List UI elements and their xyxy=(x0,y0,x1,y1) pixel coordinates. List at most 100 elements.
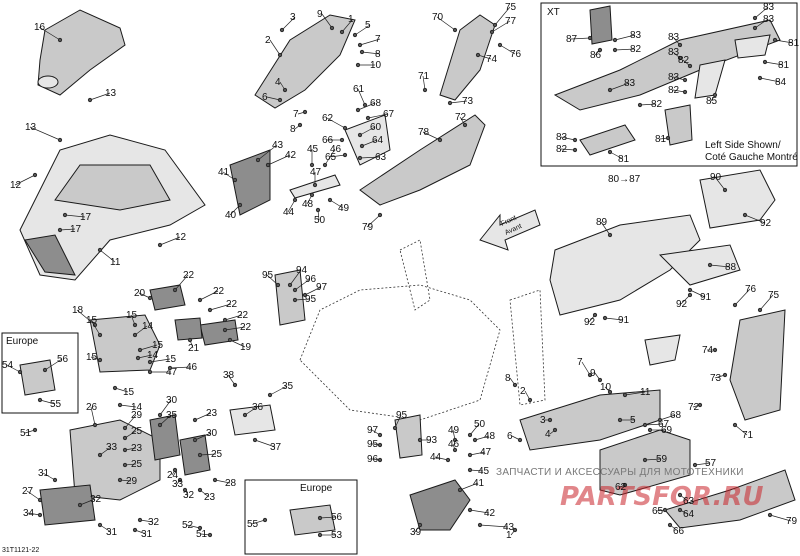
hardware-dot-79 xyxy=(377,212,383,218)
inset-europe-left-title: Europe xyxy=(6,336,39,347)
callout-14: 14 xyxy=(142,321,154,332)
hardware-dot-51 xyxy=(32,427,38,433)
callout-68: 68 xyxy=(370,98,382,109)
callout-92: 92 xyxy=(760,218,772,229)
hardware-dot-82 xyxy=(682,89,688,95)
leader-line-59 xyxy=(644,458,662,461)
callout-73: 73 xyxy=(462,96,474,107)
hardware-dot-37 xyxy=(252,437,258,443)
hardware-dot-64 xyxy=(677,507,683,513)
callout-54: 54 xyxy=(2,360,14,371)
callout-81: 81 xyxy=(788,38,800,49)
hardware-dot-47 xyxy=(467,452,473,458)
leader-line-41 xyxy=(222,171,236,181)
leader-line-7 xyxy=(359,38,381,46)
leader-line-50 xyxy=(469,423,480,436)
leader-line-65 xyxy=(329,154,346,158)
part-2-fender xyxy=(254,14,356,109)
hardware-dot-15 xyxy=(97,332,103,338)
front-direction-arrow: Front Avant xyxy=(479,209,541,251)
leader-line-22 xyxy=(174,274,189,291)
hardware-dot-42 xyxy=(467,507,473,513)
hardware-dot-16 xyxy=(57,37,63,43)
hardware-dot-50 xyxy=(467,432,473,438)
hardware-dot-46 xyxy=(322,162,328,168)
callout-42: 42 xyxy=(285,150,297,161)
callout-52: 52 xyxy=(182,520,194,531)
callout-15: 15 xyxy=(86,315,98,326)
leader-line-56 xyxy=(44,358,63,371)
leader-line-15 xyxy=(149,358,171,363)
callout-22: 22 xyxy=(237,310,249,321)
callout-55: 55 xyxy=(50,399,62,410)
callout-73: 73 xyxy=(710,373,722,384)
callout-8: 8 xyxy=(290,124,296,135)
hardware-dot-8 xyxy=(512,382,518,388)
callout-19: 19 xyxy=(240,342,252,353)
leader-line-55 xyxy=(251,519,266,525)
hardware-dot-69 xyxy=(647,427,653,433)
leader-line-88 xyxy=(709,264,731,268)
callout-50: 50 xyxy=(474,419,486,430)
hardware-dot-33 xyxy=(177,477,183,483)
callout-94: 94 xyxy=(296,265,308,276)
callout-31: 31 xyxy=(106,527,118,538)
hardware-dot-26 xyxy=(92,422,98,428)
leader-line-94 xyxy=(289,269,302,286)
callout-86: 86 xyxy=(590,50,602,61)
hardware-dot-92 xyxy=(592,312,598,318)
hardware-dot-38 xyxy=(232,382,238,388)
callout-66: 66 xyxy=(673,526,685,537)
hardware-dot-95 xyxy=(392,425,398,431)
hardware-dot-96 xyxy=(292,287,298,293)
leader-line-15 xyxy=(114,387,129,393)
callout-82: 82 xyxy=(678,55,690,66)
leader-line-1 xyxy=(341,18,354,33)
callout-1: 1 xyxy=(348,14,354,25)
callout-31: 31 xyxy=(38,468,50,479)
leader-line-49 xyxy=(329,199,344,209)
callout-83: 83 xyxy=(668,47,680,58)
leader-line-64 xyxy=(361,139,378,147)
callout-37: 37 xyxy=(270,442,282,453)
hardware-dot-9 xyxy=(597,377,603,383)
callout-30: 30 xyxy=(206,428,218,439)
leader-line-6 xyxy=(266,96,281,101)
hardware-dot-64 xyxy=(359,143,365,149)
leader-line-32 xyxy=(139,519,154,523)
hardware-dot-15 xyxy=(137,347,143,353)
inset-europe-left: Europe xyxy=(1,332,79,414)
leader-line-37 xyxy=(254,439,276,448)
callout-95: 95 xyxy=(396,410,408,421)
callout-15: 15 xyxy=(126,310,138,321)
leader-line-56 xyxy=(319,516,337,519)
callout-65: 65 xyxy=(325,152,337,163)
callout-39: 39 xyxy=(410,527,422,538)
callout-28: 28 xyxy=(225,478,237,489)
hardware-dot-11 xyxy=(622,392,628,398)
callout-53: 53 xyxy=(331,530,343,541)
leader-line-33 xyxy=(99,446,112,456)
callout-93: 93 xyxy=(426,435,438,446)
part-78-panel xyxy=(359,114,486,206)
hardware-dot-2 xyxy=(527,397,533,403)
hardware-dot-75 xyxy=(757,307,763,313)
callout-8: 8 xyxy=(505,373,511,384)
callout-32: 32 xyxy=(90,494,102,505)
part-27-grille xyxy=(39,484,96,526)
leader-line-57 xyxy=(694,462,711,466)
callout-61: 61 xyxy=(353,84,365,95)
leader-line-22 xyxy=(224,326,246,331)
leader-line-2 xyxy=(269,39,281,56)
callout-92: 92 xyxy=(676,299,688,310)
leader-line-75 xyxy=(494,6,511,26)
callout-83: 83 xyxy=(556,132,568,143)
part-89-floorplate xyxy=(549,214,701,316)
hardware-dot-15 xyxy=(112,385,118,391)
hardware-dot-34 xyxy=(37,512,43,518)
leader-line-14 xyxy=(134,325,148,336)
callout-36: 36 xyxy=(252,402,264,413)
hardware-dot-22 xyxy=(197,297,203,303)
callout-9: 9 xyxy=(317,9,323,20)
callout-22: 22 xyxy=(213,286,225,297)
